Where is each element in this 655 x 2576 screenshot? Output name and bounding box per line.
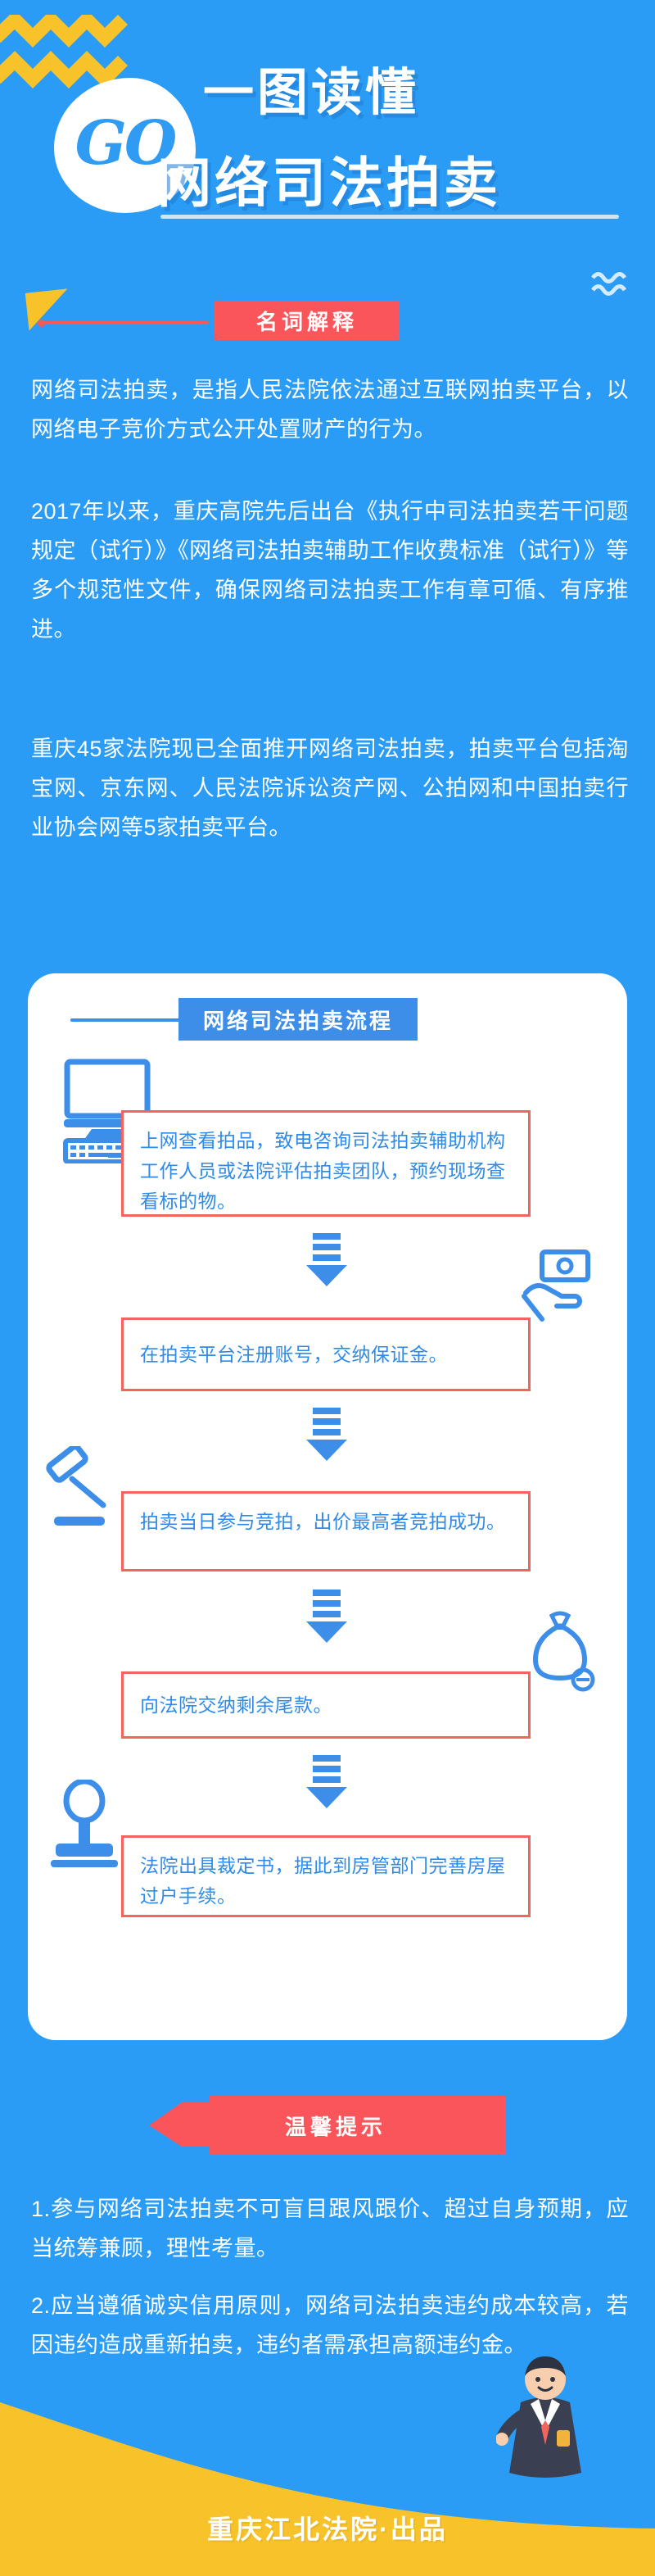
tips-banner-shape-icon (149, 2096, 506, 2155)
page-title-line-2: 网络司法拍卖 (157, 152, 501, 213)
definition-paragraph-1: 网络司法拍卖，是指人民法院依法通过互联网拍卖平台，以网络电子竞价方式公开处置财产… (31, 378, 629, 442)
zigzag-decoration-icon (0, 15, 129, 89)
tips-banner: 温馨提示 (149, 2096, 506, 2155)
money-hand-icon (522, 1249, 590, 1322)
flow-banner-label: 网络司法拍卖流程 (178, 998, 418, 1041)
definition-banner-label: 名词解释 (215, 301, 400, 340)
flow-arrow-3 (306, 1590, 347, 1643)
tips-item-2: 2.应当遵循诚实信用原则，网络司法拍卖违约成本较高，若因违约造成重新拍卖，违约者… (31, 2293, 629, 2357)
tips-banner-label: 温馨提示 (284, 2114, 386, 2139)
footer-credit: 重庆江北法院·出品 (207, 2515, 448, 2544)
footer-wave-shape (0, 2402, 655, 2576)
stamp-icon (51, 1780, 118, 1867)
flow-step-2: 在拍卖平台注册账号，交纳保证金。 (121, 1317, 531, 1391)
tips-item-1: 1.参与网络司法拍卖不可盲目跟风跟价、超过自身预期，应当统筹兼顾，理性考量。 (31, 2197, 629, 2261)
go-badge-blob (54, 78, 196, 213)
wave-decoration-icon (591, 272, 627, 296)
go-badge-label: GO (75, 107, 178, 179)
flow-step-2-text: 在拍卖平台注册账号，交纳保证金。 (140, 1343, 448, 1365)
page-title-line-1: 一图读懂 (203, 65, 420, 121)
title-underline (160, 215, 619, 219)
poster-header: GO 一图读懂 网络司法拍卖 (0, 0, 655, 331)
flow-step-4: 向法院交纳剩余尾款。 (121, 1671, 531, 1739)
definition-banner: 名词解释 (0, 301, 655, 345)
flow-step-3-text: 拍卖当日参与竞拍，出价最高者竞拍成功。 (140, 1511, 506, 1532)
money-bag-icon (532, 1611, 595, 1692)
flow-step-4-text: 向法院交纳剩余尾款。 (140, 1694, 332, 1716)
flow-arrow-2 (306, 1408, 347, 1461)
flow-banner-rule (70, 1018, 192, 1022)
gavel-icon (46, 1446, 106, 1526)
flow-step-1-text: 上网查看拍品，致电咨询司法拍卖辅助机构工作人员或法院评估拍卖团队，预约现场查看标… (140, 1130, 506, 1212)
flow-step-3: 拍卖当日参与竞拍，出价最高者竞拍成功。 (121, 1491, 531, 1571)
flow-arrow-1 (306, 1233, 347, 1286)
banner-rule (38, 320, 209, 327)
flow-step-1: 上网查看拍品，致电咨询司法拍卖辅助机构工作人员或法院评估拍卖团队，预约现场查看标… (121, 1110, 531, 1217)
flow-step-5-text: 法院出具裁定书，据此到房管部门完善房屋过户手续。 (140, 1855, 506, 1907)
flow-step-5: 法院出具裁定书，据此到房管部门完善房屋过户手续。 (121, 1835, 531, 1917)
flow-arrow-4 (306, 1755, 347, 1808)
definition-paragraph-2: 2017年以来，重庆高院先后出台《执行中司法拍卖若干问题规定（试行）》《网络司法… (31, 499, 629, 642)
judge-character-icon (496, 2356, 581, 2478)
definition-paragraph-3: 重庆45家法院现已全面推开网络司法拍卖，拍卖平台包括淘宝网、京东网、人民法院诉讼… (31, 737, 629, 840)
